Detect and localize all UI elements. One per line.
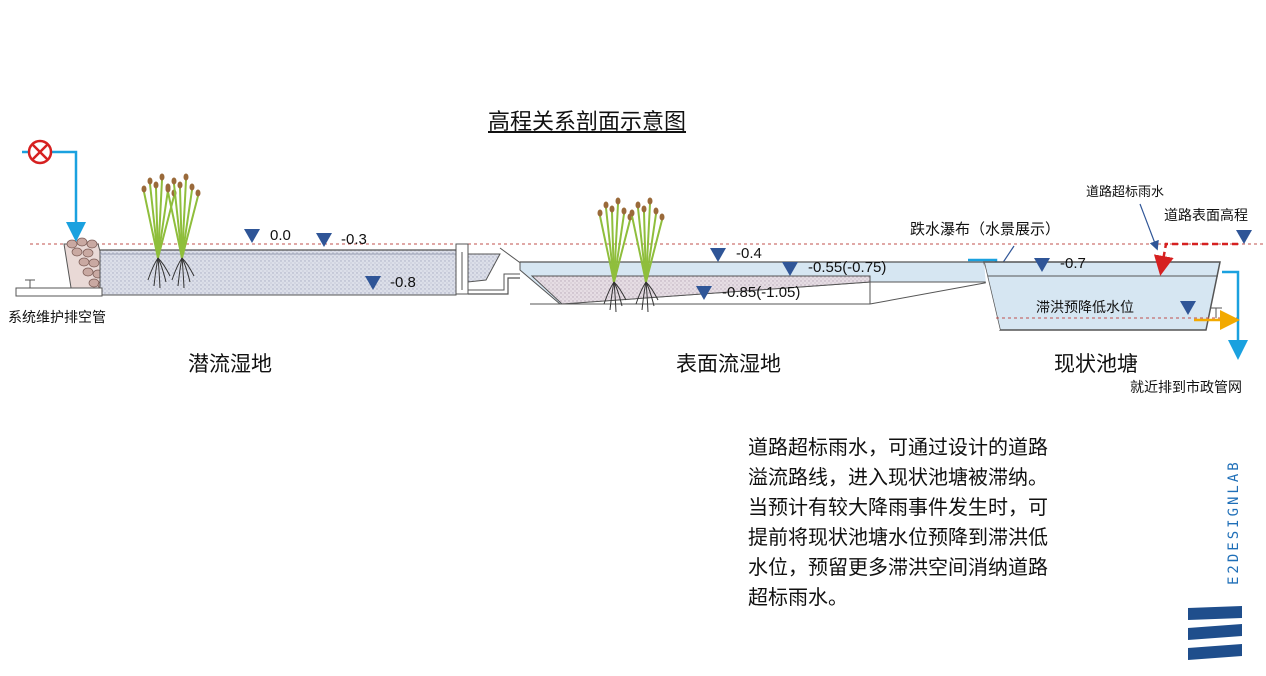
drain-pipe-label: 系统维护排空管 xyxy=(8,310,106,326)
description-line: 水位，预留更多滞洪空间消纳道路 xyxy=(748,555,1048,579)
elevation-label-minus-0-55: -0.55(-0.75) xyxy=(808,259,886,276)
closed-valve-icon xyxy=(27,139,53,165)
description-line: 道路超标雨水，可通过设计的道路 xyxy=(748,435,1048,459)
elevation-label-0-0: 0.0 xyxy=(270,227,291,244)
elevation-marker-icon xyxy=(1236,230,1252,244)
elevation-marker-icon xyxy=(696,286,712,300)
plants-group xyxy=(141,173,665,313)
inlet-pipe xyxy=(22,150,86,242)
plant-icon xyxy=(629,197,665,313)
elevation-marker-icon xyxy=(244,229,260,243)
elevation-label-minus-0-8: -0.8 xyxy=(390,274,416,291)
road-overflow-label: 道路超标雨水 xyxy=(1086,184,1164,200)
flood-low-level-label: 滞洪预降低水位 xyxy=(1036,300,1134,316)
description-line: 提前将现状池塘水位预降到滞洪低 xyxy=(748,525,1048,549)
waterfall-label: 跌水瀑布（水景展示） xyxy=(910,220,1060,238)
elevation-marker-icon xyxy=(1034,258,1050,272)
section-label-subsurface: 潜流湿地 xyxy=(188,352,272,376)
subsurface-wetland-basin xyxy=(15,237,531,297)
description-line: 超标雨水。 xyxy=(748,585,848,609)
elevation-marker-icon xyxy=(782,262,798,276)
elevation-marker-icon xyxy=(365,276,381,290)
plant-icon xyxy=(597,197,633,313)
description-line: 溢流路线，进入现状池塘被滞纳。 xyxy=(748,465,1048,489)
elevation-label-minus-0-85: -0.85(-1.05) xyxy=(722,284,800,301)
brand-logo-icon xyxy=(1188,606,1242,660)
elevation-marker-icon xyxy=(1180,301,1196,315)
road-overflow-arrow xyxy=(1139,203,1238,276)
existing-pond xyxy=(983,261,1238,331)
plant-icon xyxy=(165,173,201,289)
brand-wordmark: E2DESIGNLAB xyxy=(1226,459,1242,585)
diagram-title: 高程关系剖面示意图 xyxy=(488,110,687,135)
elevation-label-minus-0-3: -0.3 xyxy=(341,231,367,248)
elevation-marker-icon xyxy=(710,248,726,262)
elevation-label-minus-0-4: -0.4 xyxy=(736,245,762,262)
road-surface-label: 道路表面高程 xyxy=(1164,207,1248,224)
section-label-pond: 现状池塘 xyxy=(1054,352,1138,376)
section-label-surface: 表面流湿地 xyxy=(676,352,781,376)
elevation-markers xyxy=(244,229,1252,315)
elevation-marker-icon xyxy=(316,233,332,247)
pond-outlet-pipe xyxy=(1194,270,1248,360)
description-text: 道路超标雨水，可通过设计的道路 溢流路线，进入现状池塘被滞纳。 当预计有较大降雨… xyxy=(748,432,1118,612)
description-line: 当预计有较大降雨事件发生时，可 xyxy=(748,495,1048,519)
elevation-label-minus-0-7: -0.7 xyxy=(1060,255,1086,272)
to-municipal-label: 就近排到市政管网 xyxy=(1130,379,1242,396)
